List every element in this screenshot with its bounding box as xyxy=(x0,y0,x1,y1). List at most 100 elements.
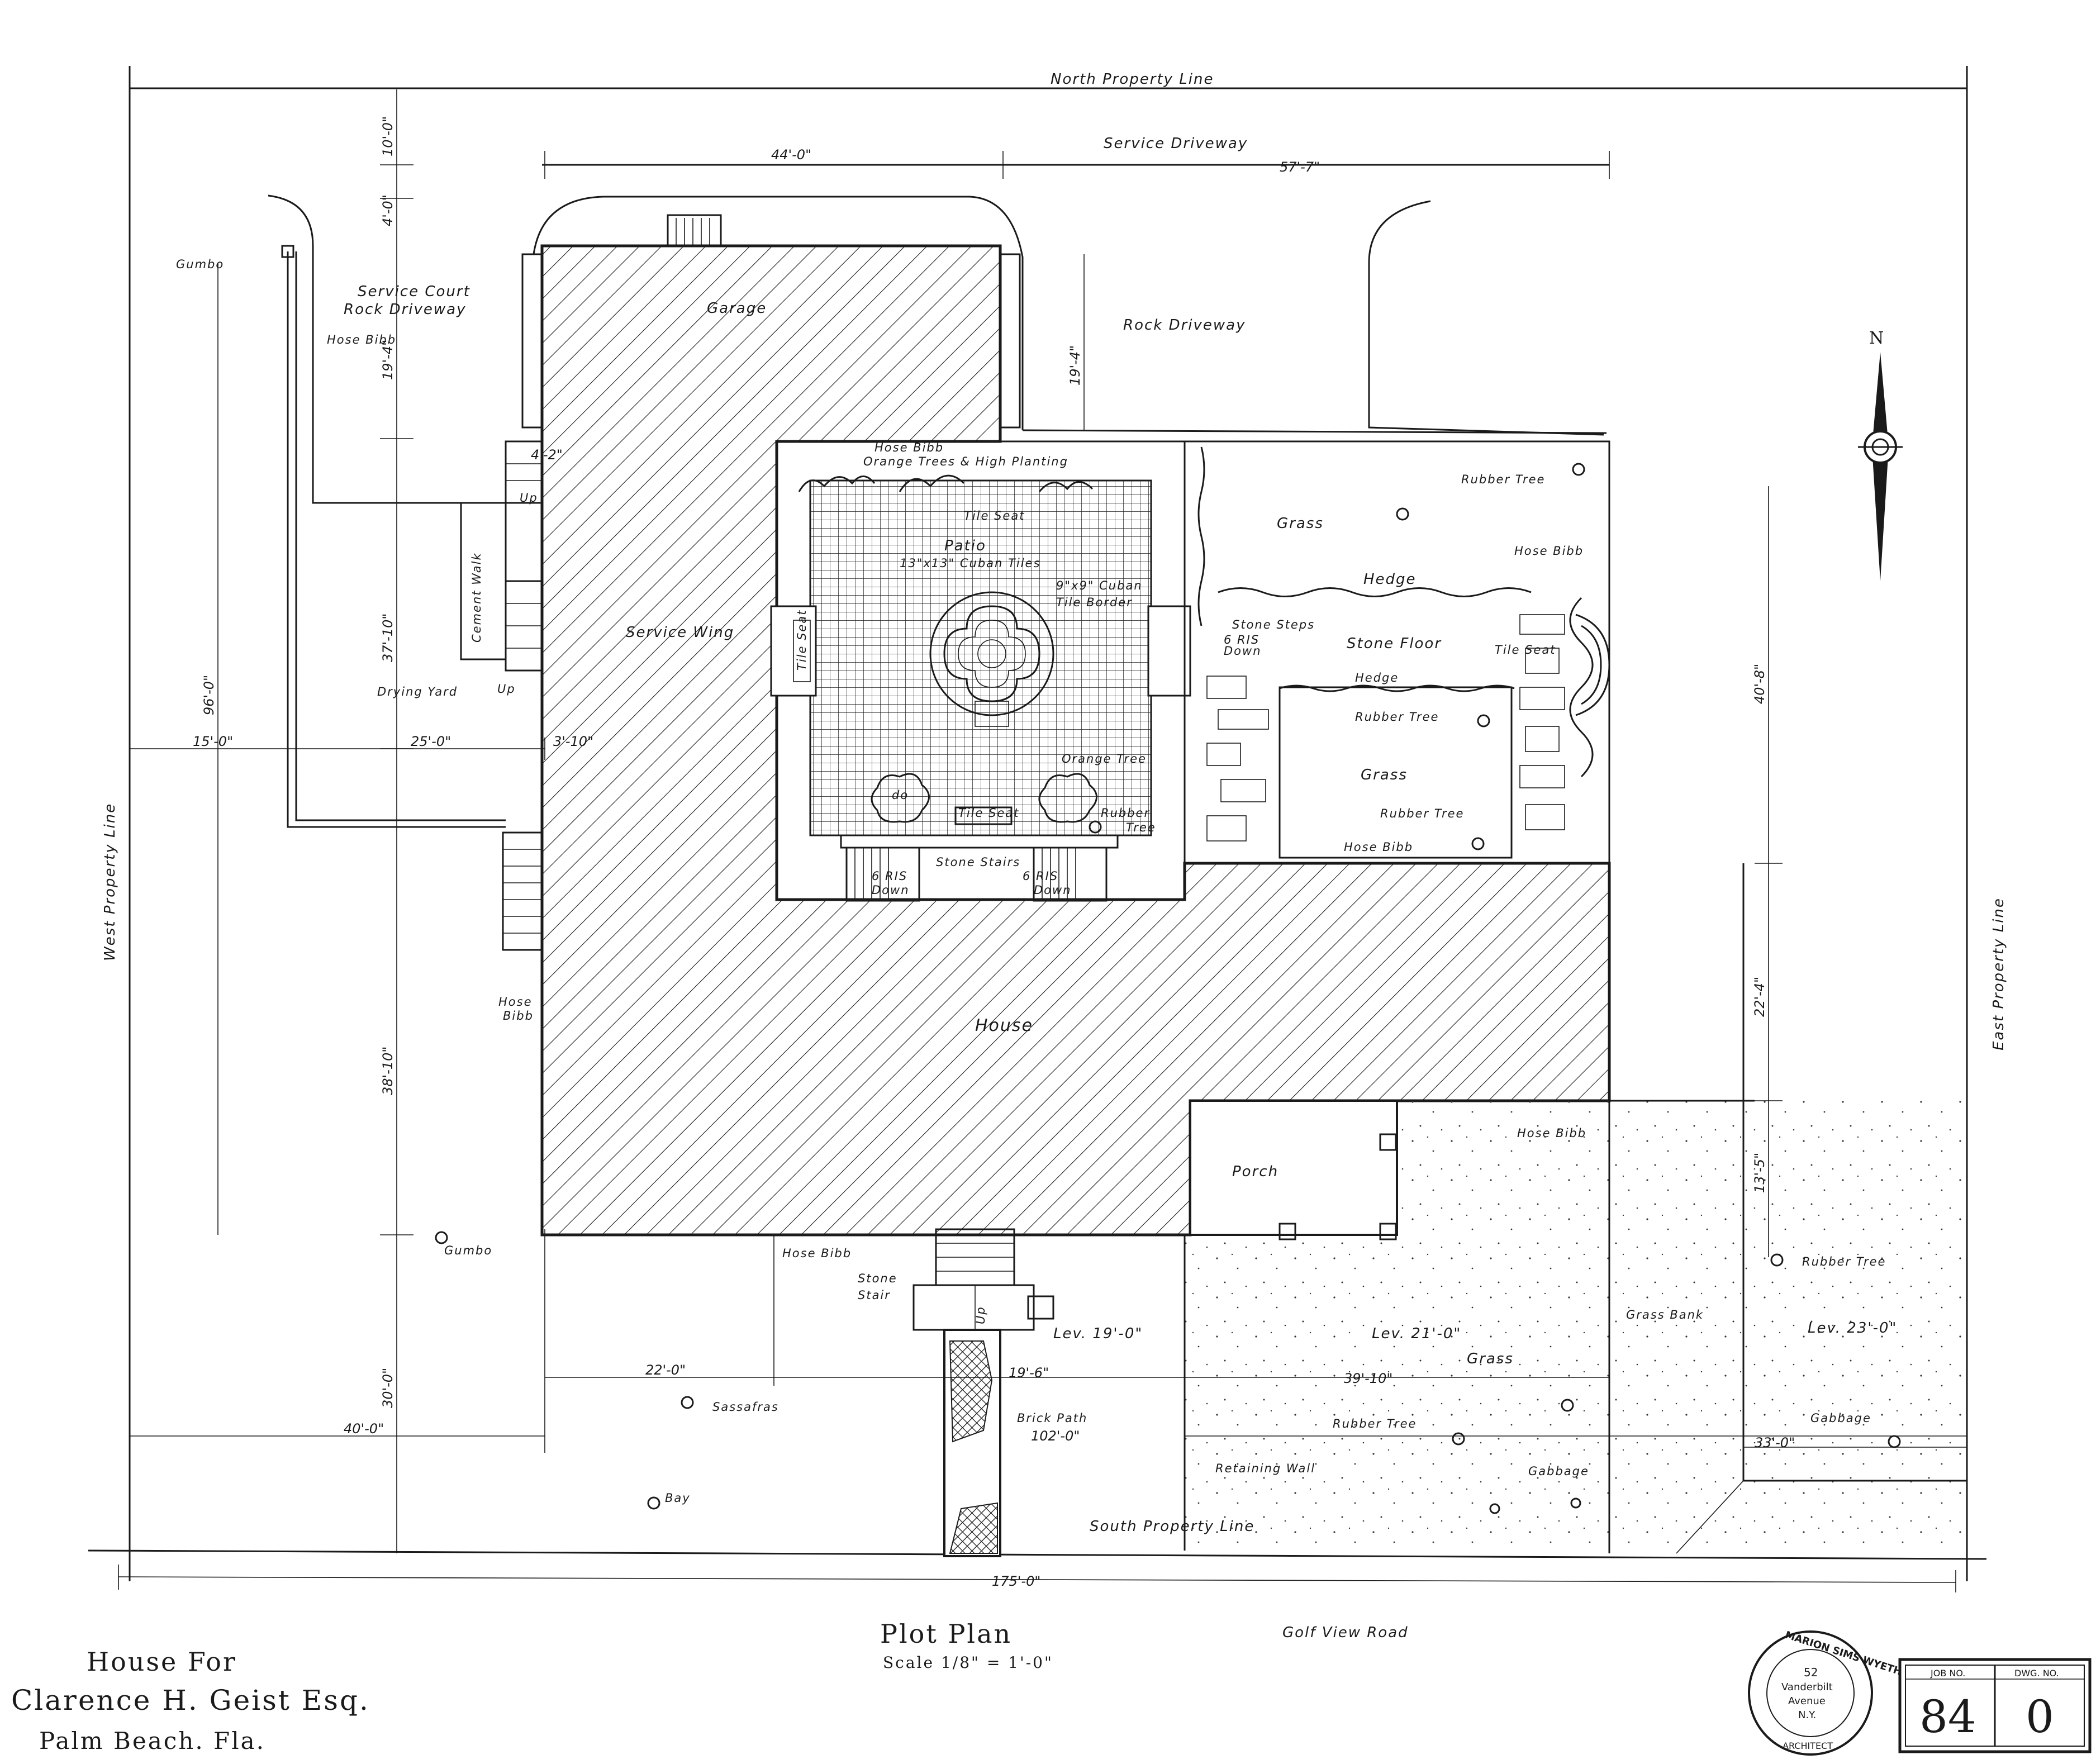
east-garden xyxy=(1184,440,1610,864)
garden-rubber-tree-label-a: Rubber Tree xyxy=(1461,473,1545,486)
porch-label: Porch xyxy=(1232,1163,1278,1180)
patio-orange-tree-label: Orange Tree xyxy=(1062,752,1147,765)
service-court-rock-driveway-label: Rock Driveway xyxy=(344,301,467,318)
dim-4-0: 4'-0" xyxy=(380,194,396,226)
west-hose-bibb-label-3: Hose Bibb xyxy=(782,1247,852,1260)
drying-yard-label: Drying Yard xyxy=(377,685,458,698)
patio-down-2: Down xyxy=(1034,883,1072,897)
golf-view-road-label: Golf View Road xyxy=(1282,1624,1409,1641)
driveways xyxy=(268,164,1609,828)
patio-tiles-label: 13"x13" Cuban Tiles xyxy=(900,557,1040,570)
dim-44-0: 44'-0" xyxy=(771,147,811,163)
garden-tile-seat-label: Tile Seat xyxy=(1495,643,1556,657)
retaining-wall-label: Retaining Wall xyxy=(1215,1462,1315,1475)
south-rubber-tree-label-2: Rubber Tree xyxy=(1333,1417,1417,1430)
garden-hose-bibb-label-a: Hose Bibb xyxy=(1514,544,1584,558)
garden-grass-label-1: Grass xyxy=(1277,515,1324,532)
plot-plan-title: Plot Plan xyxy=(880,1619,1012,1649)
stone-stair-label-2: Stair xyxy=(858,1288,891,1302)
garden-hedge-label-2: Hedge xyxy=(1355,671,1399,684)
dim-40-8: 40'-8" xyxy=(1752,664,1767,704)
dim-19-4-b: 19'-4" xyxy=(1067,345,1083,386)
dim-57-7: 57'-7" xyxy=(1280,159,1320,175)
patio-label: Patio xyxy=(944,538,986,554)
entry-up-label: Up xyxy=(974,1306,987,1324)
patio-hose-bibb-label: Hose Bibb xyxy=(874,441,944,454)
south-rubber-tree-label-1: Rubber Tree xyxy=(1802,1255,1886,1268)
sheet-number-box: JOB NO. DWG. NO. 84 0 xyxy=(1898,1658,2092,1753)
job-no-label: JOB NO. xyxy=(1930,1668,1965,1679)
brick-path-label: Brick Path xyxy=(1017,1411,1087,1425)
up-label-2: Up xyxy=(497,682,516,696)
garden-rubber-tree-label-c: Rubber Tree xyxy=(1380,807,1464,820)
gumbo-label-1: Gumbo xyxy=(176,258,224,271)
dimension-lines xyxy=(130,89,1967,1553)
dim-30-0: 30'-0" xyxy=(380,1368,396,1408)
orange-trees-planting-label: Orange Trees & High Planting xyxy=(863,455,1068,468)
title-line-1: House For xyxy=(87,1647,237,1677)
dim-19-4-a: 19'-4" xyxy=(380,340,396,380)
west-property-line-label: West Property Line xyxy=(102,803,118,961)
patio-rubber-label: Rubber xyxy=(1101,806,1150,820)
patio-border-label-1: 9"x9" Cuban xyxy=(1056,579,1143,592)
patio-tree-label: Tree xyxy=(1126,821,1156,834)
south-grass-label: Grass xyxy=(1467,1351,1514,1367)
stone-steps-label: Stone Steps xyxy=(1232,618,1315,631)
garage-label: Garage xyxy=(707,300,767,317)
stamp-city: N.Y. xyxy=(1798,1709,1816,1721)
title-line-3: Palm Beach. Fla. xyxy=(39,1727,265,1755)
architect-stamp: MARION SIMS WYETH ARCHITECT 52 Vanderbil… xyxy=(1748,1629,1903,1756)
patio-border-label-2: Tile Border xyxy=(1056,596,1133,609)
north-arrow: N xyxy=(1858,329,1903,581)
lev-19-label: Lev. 19'-0" xyxy=(1053,1325,1143,1342)
patio-tile-seat-left-label: Tile Seat xyxy=(795,610,809,671)
bay-label: Bay xyxy=(665,1491,691,1505)
patio xyxy=(770,440,1191,902)
patio-do-label: do xyxy=(892,788,909,802)
garden-down: Down xyxy=(1224,644,1262,658)
gumbo-label-2: Gumbo xyxy=(444,1244,492,1257)
patio-six-risers-1: 6 RIS xyxy=(872,869,907,883)
title-block: House For Clarence H. Geist Esq. Palm Be… xyxy=(11,1619,1053,1755)
stamp-street-2: Avenue xyxy=(1788,1695,1826,1707)
north-arrow-label: N xyxy=(1869,329,1885,348)
patio-down-1: Down xyxy=(872,883,910,897)
stone-stair-label-1: Stone xyxy=(858,1272,897,1285)
south-hose-bibb-label: Hose Bibb xyxy=(1517,1126,1586,1140)
plot-plan-scale: Scale 1/8" = 1'-0" xyxy=(883,1653,1053,1672)
dwg-no-label: DWG. NO. xyxy=(2014,1668,2059,1679)
stamp-ring-bottom: ARCHITECT xyxy=(1783,1741,1833,1751)
garden-hose-bibb-label-b: Hose Bibb xyxy=(1344,840,1413,854)
dim-175-0: 175'-0" xyxy=(992,1573,1040,1589)
garden-grass-label-2: Grass xyxy=(1361,767,1408,783)
house-label: House xyxy=(975,1016,1033,1035)
service-driveway-label: Service Driveway xyxy=(1104,135,1248,152)
service-court-label: Service Court xyxy=(358,283,470,300)
dim-10-0: 10'-0" xyxy=(380,116,396,156)
dim-96-0: 96'-0" xyxy=(201,675,217,715)
job-no-value: 84 xyxy=(1919,1691,1976,1743)
west-hose-bibb-label-2a: Hose xyxy=(498,995,533,1009)
garden-six-risers: 6 RIS xyxy=(1224,633,1259,646)
dim-19-6: 19'-6" xyxy=(1009,1365,1049,1381)
rock-driveway-label: Rock Driveway xyxy=(1123,317,1246,334)
stone-floor-label: Stone Floor xyxy=(1347,635,1442,652)
dim-102-0: 102'-0" xyxy=(1031,1428,1080,1444)
dim-25-0: 25'-0" xyxy=(411,734,451,749)
dim-15-0: 15'-0" xyxy=(193,734,233,749)
stamp-number: 52 xyxy=(1804,1666,1818,1679)
dim-33-0: 33'-0" xyxy=(1755,1435,1795,1451)
stone-stairs-label: Stone Stairs xyxy=(936,855,1020,869)
dim-39-10: 39'-10" xyxy=(1344,1371,1392,1386)
patio-fountain xyxy=(929,591,1054,727)
cement-walk-label: Cement Walk xyxy=(470,552,483,643)
dim-22-4: 22'-4" xyxy=(1752,977,1767,1017)
grass-bank-label: Grass Bank xyxy=(1626,1308,1704,1321)
garden-hedge-label-1: Hedge xyxy=(1363,571,1417,588)
garden-rubber-tree-label-b: Rubber Tree xyxy=(1355,710,1439,724)
service-wing-label: Service Wing xyxy=(626,624,734,641)
south-yard xyxy=(943,863,1967,1557)
dim-40-0: 40'-0" xyxy=(344,1421,384,1437)
patio-tile-seat-top-label: Tile Seat xyxy=(964,509,1025,522)
